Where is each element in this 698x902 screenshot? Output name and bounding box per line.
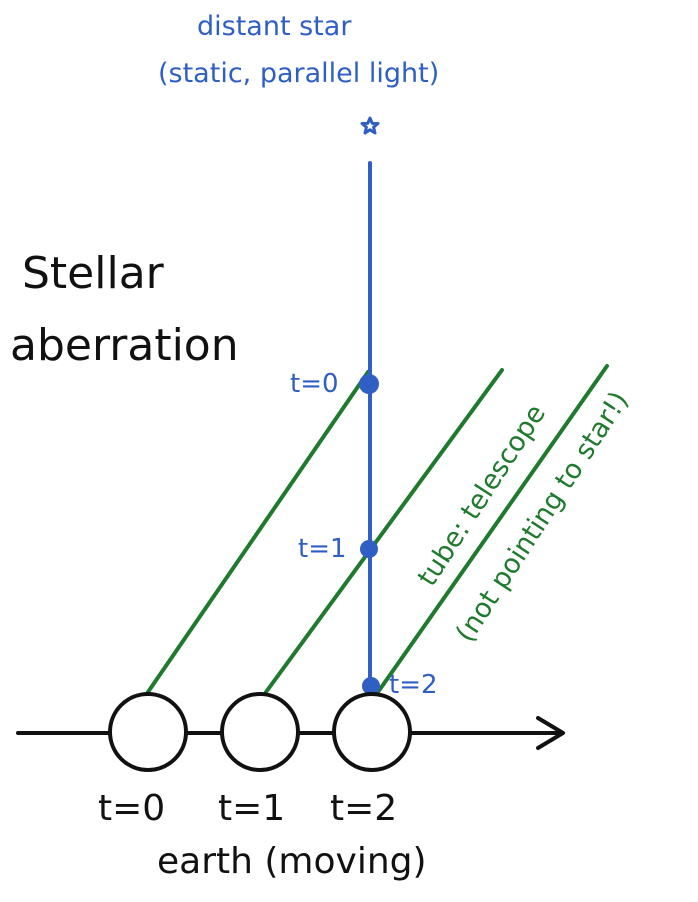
telescope-tubes — [146, 364, 609, 694]
earth-label: earth (moving) — [157, 841, 427, 882]
photon-time-labels: t=0 t=1 t=2 — [290, 369, 438, 700]
earth-label-t2: t=2 — [330, 788, 397, 829]
telescope-tube-t2 — [376, 364, 609, 694]
telescope-tube-t1 — [264, 368, 504, 694]
photon-dot-t0 — [359, 374, 379, 394]
photon-dot-t2 — [362, 677, 380, 695]
motion-arrow-head — [536, 716, 565, 750]
title-line-2: aberration — [10, 320, 239, 371]
photon-dots — [359, 374, 380, 695]
earth-t2 — [332, 692, 412, 772]
earth-label-t1: t=1 — [218, 788, 285, 829]
earth-t1 — [220, 692, 300, 772]
photon-label-t1: t=1 — [298, 534, 347, 564]
photon-dot-t1 — [360, 540, 378, 558]
earth-time-labels: t=0 t=1 t=2 — [98, 788, 397, 829]
star-label-line-2: (static, parallel light) — [158, 58, 439, 89]
photon-label-t0: t=0 — [290, 369, 339, 399]
telescope-tube-t0 — [146, 370, 370, 694]
earth-t0 — [108, 692, 188, 772]
star-label-line-1: distant star — [197, 11, 352, 42]
photon-label-t2: t=2 — [389, 670, 438, 700]
earth-label-t0: t=0 — [98, 788, 165, 829]
star-icon — [360, 116, 380, 135]
title-line-1: Stellar — [22, 248, 165, 299]
diagram-title: Stellar aberration — [10, 248, 239, 371]
star-label: distant star (static, parallel light) — [158, 11, 439, 89]
earth-circles — [108, 692, 412, 772]
